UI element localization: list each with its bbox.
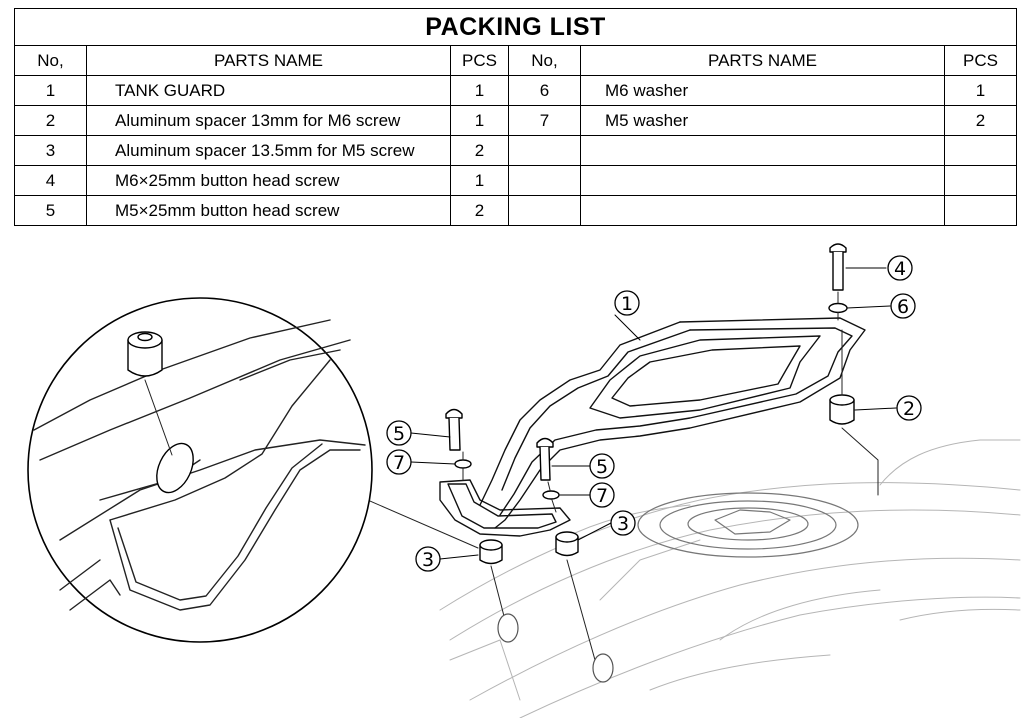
table-row: 3 Aluminum spacer 13.5mm for M5 screw 2: [14, 135, 1018, 166]
svg-text:1: 1: [621, 293, 633, 315]
m6-spacer: [829, 394, 855, 425]
callout-6: 6: [890, 293, 916, 319]
header-pcs-left: PCS: [450, 45, 509, 76]
svg-text:6: 6: [897, 296, 909, 318]
part-name: TANK GUARD: [86, 75, 451, 106]
part-pcs: 1: [943, 75, 1018, 106]
tank-mount-hole: [592, 653, 614, 683]
assembly-drawing: 1 4 6 2 5 7 5 7 3 3: [27, 243, 1021, 718]
part-pcs: 1: [450, 105, 509, 136]
svg-text:3: 3: [422, 549, 434, 571]
leader-lines: [410, 267, 897, 560]
callout-2: 2: [896, 395, 922, 421]
svg-text:5: 5: [393, 423, 405, 445]
callout-5-left: 5: [386, 420, 412, 446]
svg-text:7: 7: [596, 485, 608, 507]
part-name: M5×25mm button head screw: [86, 195, 451, 226]
part-name: M6×25mm button head screw: [86, 165, 451, 196]
part-pcs: [943, 135, 1018, 166]
tank-guard-frame: [439, 317, 866, 537]
callout-7-right: 7: [589, 482, 615, 508]
m5-washer-right: [542, 490, 560, 500]
table-row: 2 Aluminum spacer 13mm for M6 screw 1 7 …: [14, 105, 1018, 136]
header-no-left: No,: [14, 45, 87, 76]
callout-3-right: 3: [610, 510, 636, 536]
table-row: 5 M5×25mm button head screw 2: [14, 195, 1018, 226]
callout-7-left: 7: [386, 449, 412, 475]
part-pcs: [943, 165, 1018, 196]
part-pcs: 2: [450, 135, 509, 166]
part-no: 4: [14, 165, 87, 196]
part-name: Aluminum spacer 13mm for M6 screw: [86, 105, 451, 136]
hardware-parts: [445, 243, 855, 565]
part-no: [508, 165, 581, 196]
svg-text:7: 7: [393, 452, 405, 474]
part-name: M6 washer: [580, 75, 945, 106]
table-header-row: No, PARTS NAME PCS No, PARTS NAME PCS: [14, 45, 1018, 76]
part-no: 1: [14, 75, 87, 106]
header-no-right: No,: [508, 45, 581, 76]
callout-3-left: 3: [415, 546, 441, 572]
m6-screw: [829, 243, 847, 291]
header-parts-name-right: PARTS NAME: [580, 45, 945, 76]
part-no: [508, 195, 581, 226]
m5-spacer-right: [555, 531, 579, 557]
svg-text:2: 2: [903, 398, 915, 420]
svg-text:3: 3: [617, 513, 629, 535]
callouts: 1 4 6 2 5 7 5 7 3 3: [386, 255, 922, 572]
packing-list-title: PACKING LIST: [13, 8, 1018, 46]
m5-washer-left: [454, 459, 472, 469]
part-pcs: 1: [450, 165, 509, 196]
callout-5-right: 5: [589, 453, 615, 479]
part-no: 7: [508, 105, 581, 136]
packing-list-table: PACKING LIST No, PARTS NAME PCS No, PART…: [13, 8, 1018, 226]
part-pcs: [943, 195, 1018, 226]
callout-1: 1: [614, 290, 640, 316]
part-name: [580, 135, 945, 166]
svg-text:5: 5: [596, 456, 608, 478]
part-name: [580, 195, 945, 226]
part-pcs: 2: [943, 105, 1018, 136]
fuel-tank-outline: [439, 439, 1021, 718]
table-row: 1 TANK GUARD 1 6 M6 washer 1: [14, 75, 1018, 106]
part-no: 2: [14, 105, 87, 136]
table-row: 4 M6×25mm button head screw 1: [14, 165, 1018, 196]
m5-screw-right: [536, 437, 554, 481]
part-no: [508, 135, 581, 166]
detail-magnifier: [27, 297, 373, 643]
tank-mount-hole: [497, 613, 519, 643]
part-name: M5 washer: [580, 105, 945, 136]
header-parts-name-left: PARTS NAME: [86, 45, 451, 76]
svg-text:4: 4: [894, 258, 906, 280]
m5-screw-left: [445, 408, 463, 451]
part-no: 3: [14, 135, 87, 166]
m6-washer: [828, 302, 848, 314]
part-no: 6: [508, 75, 581, 106]
m5-spacer-left: [479, 539, 503, 565]
part-pcs: 1: [450, 75, 509, 106]
tank-cap: [637, 492, 859, 558]
part-no: 5: [14, 195, 87, 226]
part-pcs: 2: [450, 195, 509, 226]
callout-4: 4: [887, 255, 913, 281]
part-name: [580, 165, 945, 196]
part-name: Aluminum spacer 13.5mm for M5 screw: [86, 135, 451, 166]
header-pcs-right: PCS: [943, 45, 1018, 76]
